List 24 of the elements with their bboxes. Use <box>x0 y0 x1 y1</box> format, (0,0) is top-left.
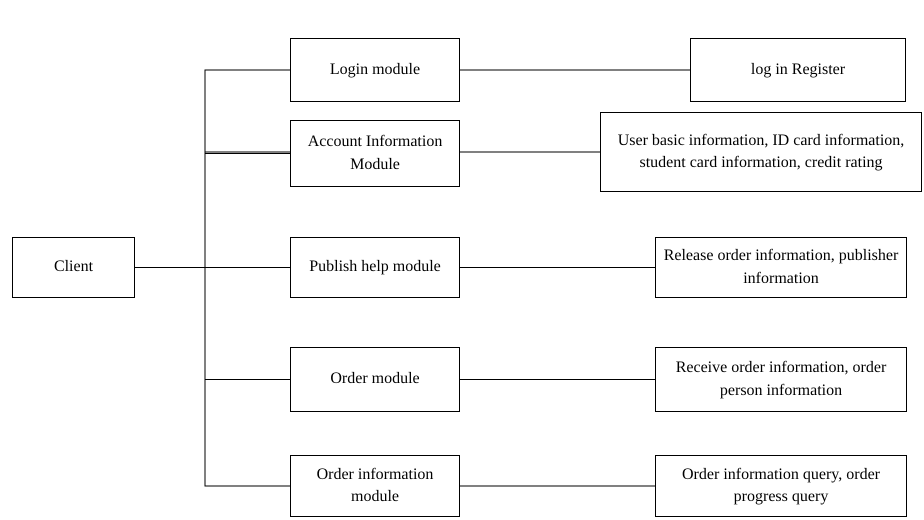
node-label: Account Information Module <box>306 132 444 174</box>
module-box <box>290 38 460 102</box>
node-label: User basic information, ID card information, student card information, credit rating <box>616 130 906 173</box>
node-label: Order information module <box>316 464 434 507</box>
module-box <box>655 347 907 412</box>
connector-line <box>460 379 656 380</box>
node-label: Release order information, publisher information <box>662 246 900 288</box>
module-box <box>290 347 460 412</box>
node-label: Receive order information, order person information <box>674 358 888 400</box>
node-label: Login module <box>330 60 420 80</box>
connector-line <box>460 267 656 268</box>
module-box <box>600 112 922 192</box>
module-box <box>690 38 906 102</box>
module-box <box>655 455 907 517</box>
node-label: Order module <box>330 369 420 390</box>
module-box <box>290 120 460 187</box>
node-label: Client <box>54 257 94 278</box>
node-label: Publish help module <box>309 257 441 278</box>
module-box <box>12 237 135 298</box>
node-label: Order information query, order progress query <box>681 464 881 507</box>
module-box <box>290 455 460 517</box>
module-box <box>655 237 907 298</box>
module-box <box>290 237 460 298</box>
node-label: log in Register <box>750 60 846 80</box>
